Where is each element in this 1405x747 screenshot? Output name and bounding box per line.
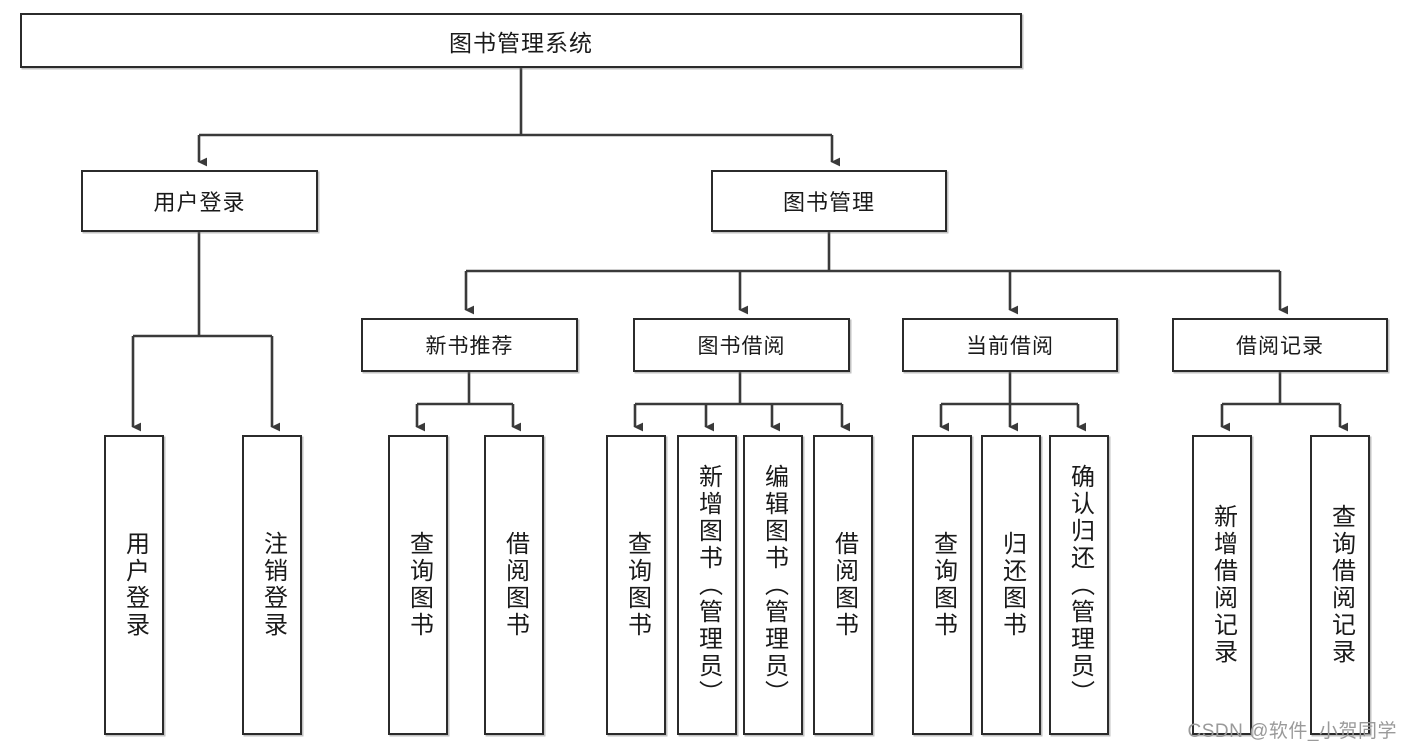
leaf-label: 查询图书: [929, 531, 957, 639]
leaf-label: 查询借阅记录: [1327, 504, 1355, 666]
leaf-label: 新增图书（管理员）: [694, 463, 722, 707]
leaf-user-login-logout[interactable]: 注销登录: [242, 435, 302, 735]
leaf-current-borrow-confirm-return-admin[interactable]: 确认归还（管理员）: [1049, 435, 1109, 735]
leaf-label: 编辑图书（管理员）: [760, 463, 788, 707]
leaf-book-borrow-borrow-book[interactable]: 借阅图书: [813, 435, 873, 735]
leaf-label: 借阅图书: [830, 531, 858, 639]
node-new-book-recommend[interactable]: 新书推荐: [361, 318, 578, 372]
leaf-label: 新增借阅记录: [1209, 504, 1237, 666]
node-label: 当前借阅: [966, 335, 1054, 358]
leaf-label: 查询图书: [623, 531, 651, 639]
node-label: 借阅记录: [1236, 335, 1324, 358]
node-book-borrow[interactable]: 图书借阅: [633, 318, 850, 372]
leaf-book-borrow-edit-book-admin[interactable]: 编辑图书（管理员）: [743, 435, 803, 735]
node-label: 用户登录: [153, 190, 246, 215]
leaf-book-borrow-query-book[interactable]: 查询图书: [606, 435, 666, 735]
node-label: 图书管理系统: [449, 29, 593, 56]
leaf-new-book-query-book[interactable]: 查询图书: [388, 435, 448, 735]
node-book-management[interactable]: 图书管理: [711, 170, 947, 232]
leaf-label: 归还图书: [998, 531, 1026, 639]
leaf-book-borrow-add-book-admin[interactable]: 新增图书（管理员）: [677, 435, 737, 735]
leaf-current-borrow-return-book[interactable]: 归还图书: [981, 435, 1041, 735]
leaf-user-login-login[interactable]: 用户登录: [104, 435, 164, 735]
leaf-borrow-record-query-record[interactable]: 查询借阅记录: [1310, 435, 1370, 735]
leaf-borrow-record-add-record[interactable]: 新增借阅记录: [1192, 435, 1252, 735]
leaf-label: 确认归还（管理员）: [1066, 463, 1094, 707]
leaf-current-borrow-query-book[interactable]: 查询图书: [912, 435, 972, 735]
node-current-borrow[interactable]: 当前借阅: [902, 318, 1118, 372]
node-user-login[interactable]: 用户登录: [81, 170, 318, 232]
node-label: 图书管理: [782, 190, 875, 215]
node-borrow-record[interactable]: 借阅记录: [1172, 318, 1388, 372]
node-label: 图书借阅: [697, 335, 786, 358]
node-root-book-management-system[interactable]: 图书管理系统: [20, 13, 1022, 68]
leaf-label: 用户登录: [121, 531, 149, 639]
leaf-new-book-borrow-book[interactable]: 借阅图书: [484, 435, 544, 735]
node-label: 新书推荐: [425, 335, 514, 358]
leaf-label: 借阅图书: [501, 531, 529, 639]
leaf-label: 查询图书: [405, 531, 433, 639]
leaf-label: 注销登录: [259, 531, 287, 639]
